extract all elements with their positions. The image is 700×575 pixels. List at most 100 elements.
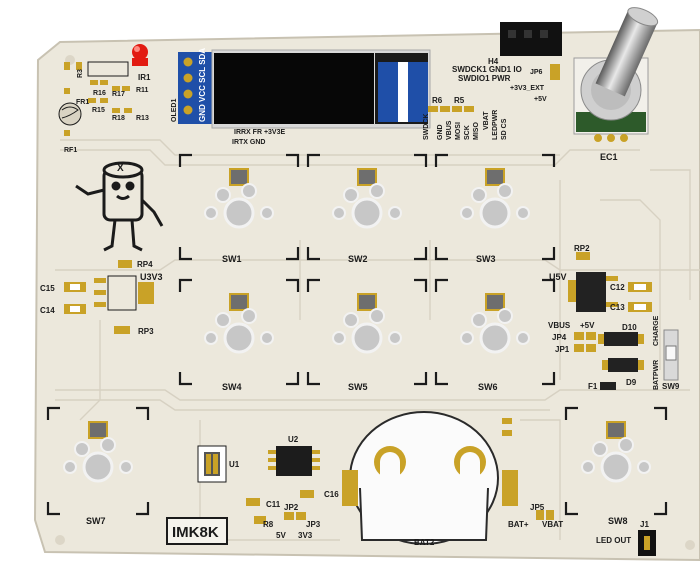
r16-label: R16 [93, 90, 106, 97]
j1-label: J1 [640, 520, 649, 529]
switch-pin-hole [388, 331, 402, 345]
switch-label: SW7 [86, 516, 106, 526]
swdck-label: SWDCK [423, 114, 430, 140]
ir1-label: IR1 [138, 73, 151, 82]
switch-center-hole [479, 197, 511, 229]
ledpwr-label: LEDPWR [492, 110, 499, 140]
oled-pin-pads [183, 57, 193, 115]
sd-cs-label: SD CS [501, 118, 508, 140]
bottom-middle-ics: U1 U2 C16 C11 R8 JP2 JP3 5V 3V3 [197, 435, 339, 540]
irtx-gnd-label: IRTX GND [232, 139, 265, 146]
switch-contact-hole [343, 312, 359, 328]
c11-label: C11 [266, 500, 281, 509]
switch-pin-hole [332, 206, 346, 220]
jp1-label: JP1 [555, 345, 570, 354]
v3v3-jumper-label: 3V3 [298, 531, 313, 540]
switch-contact-hole [343, 187, 359, 203]
d10-label: D10 [622, 323, 637, 332]
switch-led-pad [229, 168, 249, 186]
switch-label: SW2 [348, 254, 368, 264]
key-switch: SW6 [434, 278, 556, 392]
h4-label: H4 [488, 57, 499, 66]
gnd-label: GND [437, 124, 444, 140]
charge-label: CHARGE [653, 315, 660, 346]
jp4-label: JP4 [552, 333, 567, 342]
switch-pin-hole [332, 331, 346, 345]
r11-label: R11 [136, 87, 149, 94]
switch-corner-marks [564, 406, 668, 516]
key-switch: SW2 [306, 153, 428, 264]
r13-label: R13 [136, 115, 149, 122]
switch-contact-hole [471, 312, 487, 328]
switch-contact-hole [215, 312, 231, 328]
led-out-label: LED OUT [596, 536, 631, 545]
switch-corner-marks [306, 153, 428, 261]
key-switch: SW8 [564, 406, 668, 526]
switch-pin-hole [204, 331, 218, 345]
switch-label: SW5 [348, 382, 368, 392]
switch-label: SW6 [478, 382, 498, 392]
rp4-label: RP4 [137, 260, 153, 269]
oled-name: OLED1 [171, 99, 178, 122]
sw9-label: SW9 [662, 382, 680, 391]
key-switch: SW7 [46, 406, 150, 526]
switch-center-hole [82, 451, 114, 483]
switch-led-pad [88, 421, 108, 439]
f1-label: F1 [588, 382, 598, 391]
u2-label: U2 [288, 435, 299, 444]
r5-label: R5 [454, 96, 465, 105]
h4-row2: SWDIO1 PWR [458, 74, 511, 83]
right-regulator-section: RP2 U5V C12 C13 VBUS +5V JP4 JP1 D10 D9 … [548, 244, 680, 391]
plus5v-label: +5V [580, 321, 595, 330]
switch-label: SW4 [222, 382, 242, 392]
jp6-label: JP6 [530, 69, 543, 76]
jp2-label: JP2 [284, 503, 299, 512]
switch-corner-marks [434, 153, 556, 261]
switch-contact-hole [497, 308, 513, 324]
switch-contact-hole [369, 308, 385, 324]
board-name: IMK8K [172, 524, 219, 541]
c16-label: C16 [324, 490, 339, 499]
switch-pin-hole [204, 206, 218, 220]
switch-pin-hole [516, 206, 530, 220]
switch-corner-marks [178, 278, 300, 386]
u3v3-label: U3V3 [140, 272, 163, 282]
mosi-label: MOSI [455, 122, 462, 140]
fr1-label: FR1 [76, 99, 89, 106]
sck-label: SCK [464, 125, 471, 140]
switch-contact-hole [100, 437, 116, 453]
ec1-label: EC1 [600, 152, 618, 162]
switch-corner-marks [434, 278, 556, 386]
switch-center-hole [223, 197, 255, 229]
jp5-label: JP5 [530, 503, 545, 512]
top-left-components: IR1 R3 R16 R15 R17 R11 R18 R13 FR1 RF1 [58, 44, 151, 154]
batpwr-label: BATPWR [653, 360, 660, 390]
switch-pin-hole [460, 331, 474, 345]
c15-label: C15 [40, 284, 55, 293]
bat2-label: BAT2 [414, 538, 435, 547]
h4-row1: SWDCK1 GND1 IO [452, 65, 522, 74]
switch-pin-hole [260, 331, 274, 345]
switch-contact-hole [215, 187, 231, 203]
oled-area-labels: IRRX FR +3V3E IRTX GND SWDCK GND VBUS MO… [232, 96, 508, 146]
v5-label: +5V [534, 96, 547, 103]
vbat-label-top: VBAT [483, 111, 490, 130]
switch-pin-hole [260, 206, 274, 220]
switch-pin-hole [388, 206, 402, 220]
vbat-label: VBAT [542, 520, 563, 529]
switch-led-pad [485, 168, 505, 186]
jp3-label: JP3 [306, 520, 321, 529]
d9-label: D9 [626, 378, 637, 387]
switch-corner-marks [306, 278, 428, 386]
svg-text:X: X [117, 163, 124, 174]
swd-header-h4: H4 SWDCK1 GND1 IO SWDIO1 PWR JP6 +3V3_EX… [452, 22, 562, 103]
rotary-encoder: EC1 [573, 7, 659, 162]
c13-label: C13 [610, 303, 625, 312]
irrx-fr-label: IRRX FR +3V3E [234, 129, 285, 136]
rp2-label: RP2 [574, 244, 590, 253]
r15-label: R15 [92, 107, 105, 114]
vbus-label: VBUS [548, 321, 571, 330]
switch-center-hole [351, 322, 383, 354]
